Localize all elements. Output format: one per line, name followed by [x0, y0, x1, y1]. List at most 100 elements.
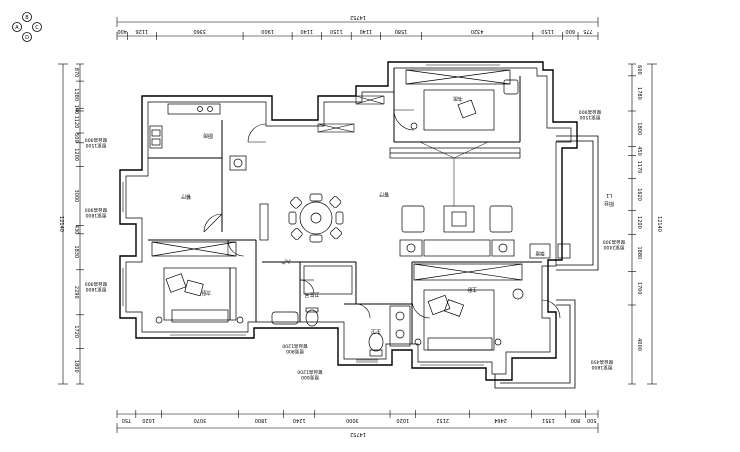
second-bedroom-furniture: [151, 241, 244, 324]
bottom-dimension-label: 1800: [255, 417, 268, 423]
master-bedroom-label: 主卧: [467, 286, 477, 293]
bottom-dimension-label: 2464: [494, 417, 507, 423]
living-label: 客厅: [379, 191, 389, 198]
exterior-walls: [119, 61, 578, 381]
bottom-dimension-label: 3070: [194, 417, 207, 423]
right-dimension-label: 4000: [636, 338, 642, 351]
windows: [119, 61, 500, 369]
left-dimension-label: 870: [73, 68, 79, 78]
bottom-dimension-label: 750: [122, 417, 132, 423]
guest-bath-label: 卫生间: [304, 291, 319, 298]
right-dimension-label: 1880: [636, 246, 642, 259]
kitchen-label: 厨房: [203, 132, 213, 139]
master-bedroom-furniture: [413, 263, 524, 351]
right-dimension-label: 1800: [636, 122, 642, 135]
dining-window-note: 窗宽1800窗台高900: [85, 207, 108, 220]
compass-letter-a: A: [15, 25, 19, 31]
bottom-dimension-ticks: 750 1020 3070 1800 1240 3000 1020 2152 2464 1351 8…: [116, 410, 599, 423]
kitchen-window-note: 窗宽1500窗台高900: [85, 137, 108, 150]
study-label: 书房: [453, 95, 463, 102]
bottom-dimension-label: 1020: [142, 417, 155, 423]
bottom-dimension-label: 1351: [542, 417, 555, 423]
left-dimension-chain: [58, 63, 81, 385]
top-dimension-label: 1140: [360, 28, 373, 34]
top-dimension-label: 400: [117, 28, 127, 34]
door-swings: [203, 109, 561, 319]
right-dimension-label: 1700: [636, 282, 642, 295]
living-window-note: 飘窗: [535, 250, 545, 257]
left-dimension-label: 1830: [73, 245, 79, 258]
left-dimension-label: 1720: [73, 325, 79, 338]
top-dimension-ticks: 400 1126 3360 1900 1140 1150 1140 1580 4320 1150 6…: [116, 28, 599, 40]
right-total-dimension: 12140: [656, 216, 662, 232]
compass-letter-d: D: [25, 35, 29, 41]
top-dimension-label: 600: [565, 28, 575, 34]
study-window-note: 窗宽1500窗台高900: [579, 109, 602, 122]
guest-bath-fixtures: [271, 265, 353, 327]
bottom-dimension-label: 1020: [396, 417, 409, 423]
compass-letter-c: C: [35, 25, 39, 31]
right-dimension-label: 450: [636, 146, 642, 156]
living-room-furniture: [389, 147, 571, 259]
top-dimension-label: 775: [583, 28, 593, 34]
right-dimension-chain: [631, 63, 657, 385]
dining-table: [259, 193, 344, 243]
bottom-dimension-label: 1240: [293, 417, 306, 423]
wardrobe-blocks: [317, 95, 385, 133]
left-dimension-label: 1200: [73, 148, 79, 161]
right-dimension-label: 1780: [636, 87, 642, 100]
bottom-dimension-label: 500: [587, 417, 597, 423]
dining-label: 餐厅: [181, 193, 191, 200]
top-dimension-label: 1140: [300, 28, 313, 34]
bottom-dimension-label: 2152: [436, 417, 449, 423]
left-dimension-label: 1120: [73, 116, 79, 129]
top-dimension-label: 1900: [261, 28, 274, 34]
balcony-label: 阳台: [604, 200, 614, 207]
bath-window-note-1: 窗宽800窗台高1200: [282, 343, 308, 356]
window-annotations: 窗宽1500窗台高900 窗宽1800窗台高900 窗宽1800窗台高900 窗…: [85, 109, 626, 382]
compass-badge: A B C D: [12, 12, 42, 42]
bottom-dimension-label: 3000: [346, 417, 359, 423]
bottom-total-dimension: 14752: [350, 431, 366, 437]
ceiling-light-lines: [419, 141, 489, 206]
master-bath-fixtures: [368, 305, 411, 357]
left-dimension-label: 1800: [73, 360, 79, 373]
right-dimension-label: 1200: [636, 216, 642, 229]
kitchen-fixtures: [149, 103, 247, 171]
master-window-note: 窗宽1800窗台高450: [591, 359, 614, 372]
top-dimension-label: 1150: [330, 28, 343, 34]
master-bath-label: 主卫: [371, 328, 381, 335]
left-dimension-label: 140: [73, 105, 79, 115]
left-dimension-label: 3000: [73, 190, 79, 203]
balcony-rails: [494, 135, 599, 389]
interior-walls: [148, 68, 542, 344]
bottom-dimension-chain: [116, 413, 599, 433]
right-dimension-ticks: 600 1780 1800 450 1170 1620 1200 1880 1700 4000: [628, 63, 642, 385]
top-dimension-label: 1126: [135, 28, 148, 34]
top-dimension-label: 4320: [471, 28, 484, 34]
balcony-window-note: 窗宽2400窗台高300: [603, 239, 626, 252]
right-dimension-label: 1620: [636, 188, 642, 201]
right-dimension-label: 600: [636, 65, 642, 75]
balcony-note: L1: [606, 192, 612, 198]
top-total-dimension: 14752: [350, 14, 366, 20]
right-dimension-label: 1170: [636, 161, 642, 174]
left-total-dimension: 12140: [58, 216, 64, 232]
left-dimension-label: 2290: [73, 286, 79, 299]
left-dimension-label: 1380: [73, 88, 79, 101]
top-dimension-chain: [116, 17, 599, 37]
top-dimension-label: 1580: [395, 28, 408, 34]
entry-label: 入户: [281, 258, 291, 265]
second-bedroom-label: 次卧: [201, 289, 211, 296]
bottom-dimension-label: 800: [571, 417, 581, 423]
left-dimension-label: 500: [73, 133, 79, 143]
bath-window-note-2: 窗宽600窗台高1200: [297, 369, 323, 382]
top-dimension-label: 1150: [541, 28, 554, 34]
top-dimension-label: 3360: [193, 28, 206, 34]
study-furniture: [405, 69, 519, 131]
compass-letter-b: B: [25, 15, 29, 21]
left-dimension-label: 430: [73, 225, 79, 235]
